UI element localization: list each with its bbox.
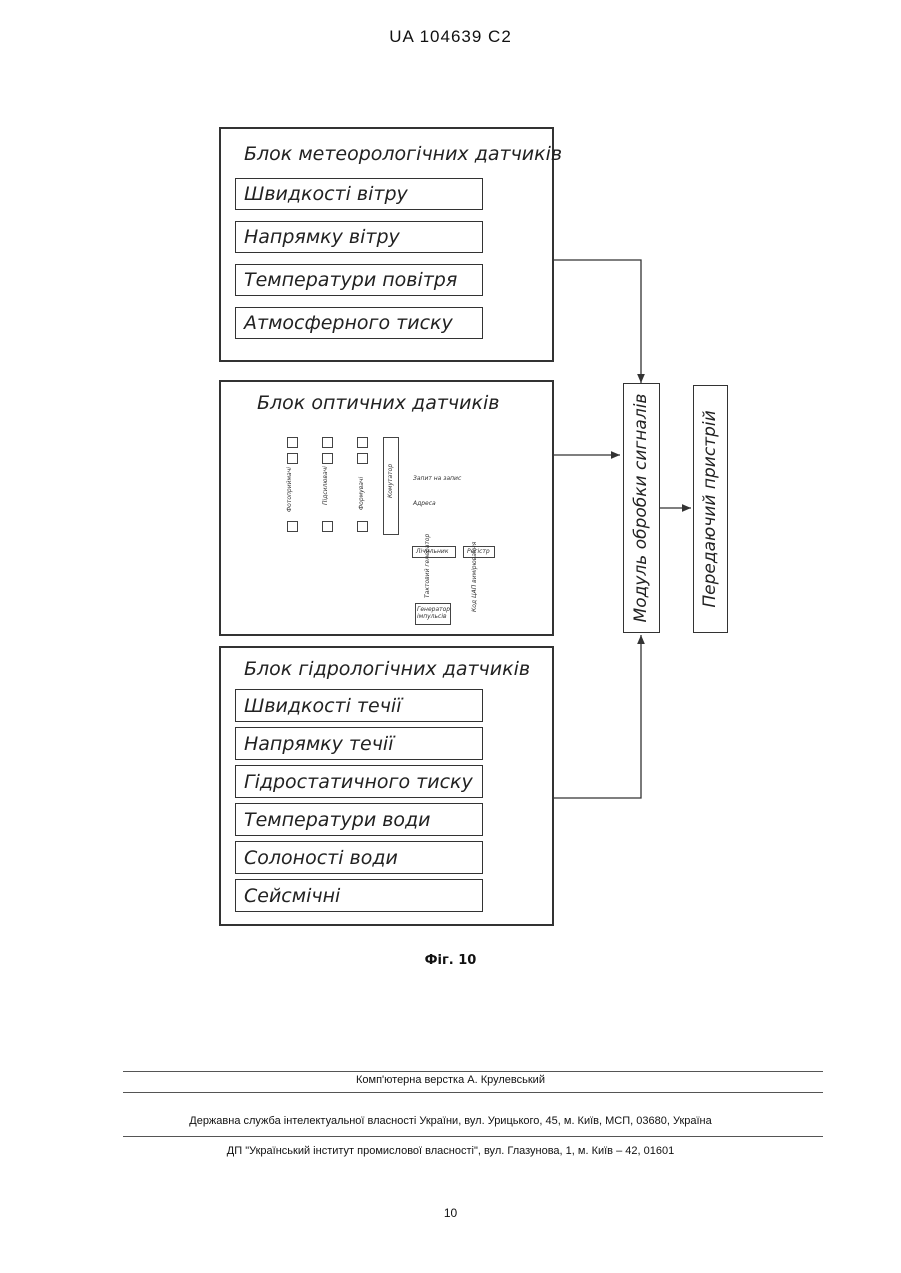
amplifier-square [322,437,333,448]
shaper-square [357,521,368,532]
amplifier-square [322,521,333,532]
sensor-atmospheric-pressure: Атмосферного тиску [235,307,483,339]
footer-divider [123,1092,823,1093]
shapers-label: Формувачі [358,477,365,510]
amplifiers-label: Підсилювачі [322,466,329,505]
transmitting-device-label: Передаючий пристрій [700,389,720,629]
clock-label: Тактовий генератор [424,534,431,598]
figure-caption: Фіг. 10 [0,953,901,968]
signal-processing-label: Модуль обробки сигналів [631,388,651,628]
code-label: Код ЦАП вимірювання [471,542,478,612]
sensor-water-salinity: Солоності води [235,841,483,874]
sensor-current-direction: Напрямку течії [235,727,483,760]
photodetector-square [287,521,298,532]
footer-agency-address: Державна служба інтелектуальної власност… [0,1115,901,1127]
footer-institute-address: ДП "Український інститут промислової вла… [0,1145,901,1157]
footer-divider [123,1136,823,1137]
footer-divider [123,1071,823,1072]
sensor-air-temperature: Температури повітря [235,264,483,296]
hydro-block-title: Блок гідрологічних датчиків [244,658,530,680]
generator-label: Генератор імпульсів [417,606,449,620]
request-label: Запит на запис [413,475,461,482]
photodetectors-label: Фотоприймачі [286,467,293,512]
commutator-label: Комутатор [387,464,394,498]
address-label: Адреса [413,500,436,507]
amplifier-square [322,453,333,464]
photodetector-square [287,453,298,464]
footer-layout-credit: Комп'ютерна верстка А. Крулевський [0,1074,901,1086]
sensor-wind-direction: Напрямку вітру [235,221,483,253]
shaper-square [357,453,368,464]
page-number: 10 [0,1206,901,1220]
counter-label: Лічильник [416,548,448,555]
sensor-wind-speed: Швидкості вітру [235,178,483,210]
sensor-hydrostatic-pressure: Гідростатичного тиску [235,765,483,798]
sensor-current-speed: Швидкості течії [235,689,483,722]
meteo-block-title: Блок метеорологічних датчиків [244,143,562,165]
photodetector-square [287,437,298,448]
optical-block-title: Блок оптичних датчиків [257,392,499,414]
sensor-seismic: Сейсмічні [235,879,483,912]
shaper-square [357,437,368,448]
sensor-water-temperature: Температури води [235,803,483,836]
